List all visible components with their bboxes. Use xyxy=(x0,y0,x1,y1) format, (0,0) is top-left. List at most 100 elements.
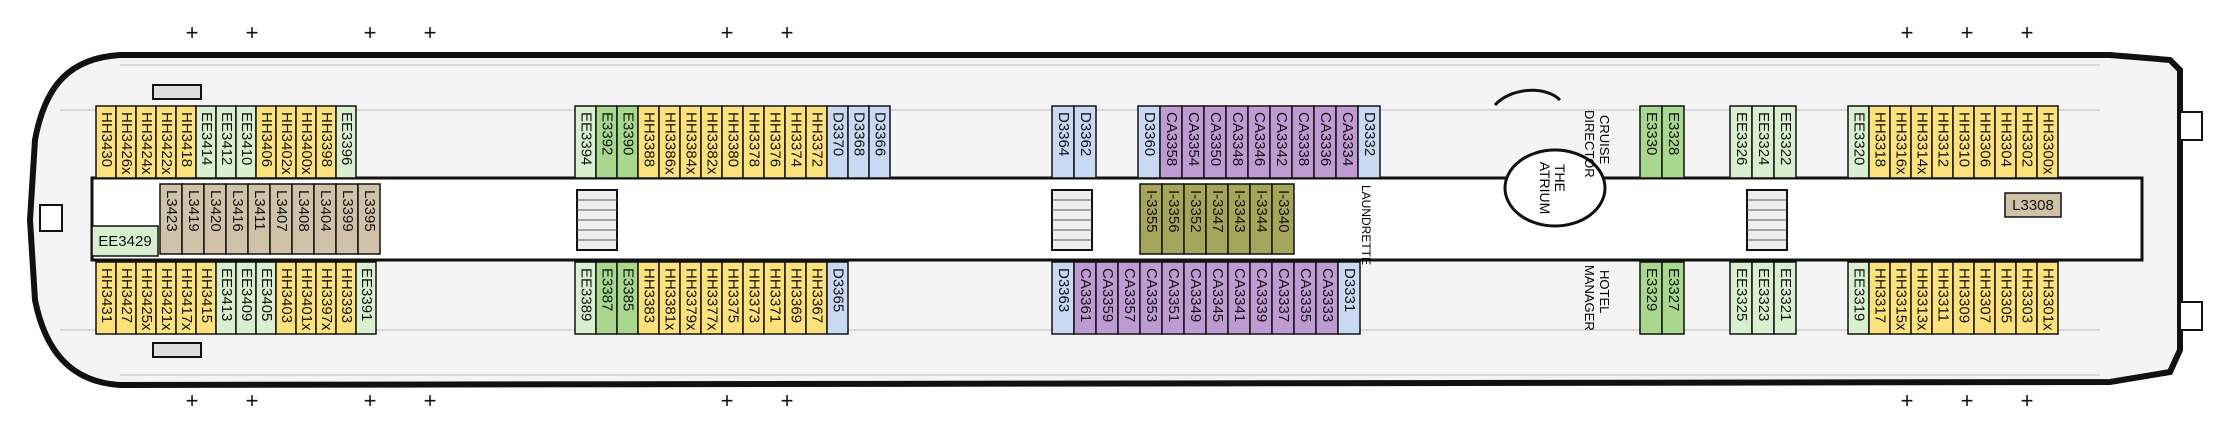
cabin-ee3326[interactable]: EE3326 xyxy=(1729,105,1753,179)
cabin-d3331[interactable]: D3331 xyxy=(1337,261,1361,335)
cabin-ca3337[interactable]: CA3337 xyxy=(1271,261,1295,335)
cabin-hh3315x[interactable]: HH3315x xyxy=(1889,261,1912,335)
cabin-hh3303[interactable]: HH3303 xyxy=(2015,261,2038,335)
cabin-hh3307[interactable]: HH3307 xyxy=(1973,261,1996,335)
cabin-hh3375[interactable]: HH3375 xyxy=(721,261,744,335)
cabin-ca3342[interactable]: CA3342 xyxy=(1269,105,1293,179)
cabin-ee3324[interactable]: EE3324 xyxy=(1751,105,1775,179)
cabin-l3308[interactable]: L3308 xyxy=(2004,192,2062,218)
cabin-box[interactable] xyxy=(1357,105,1381,179)
cabin-hh3302[interactable]: HH3302 xyxy=(2015,105,2038,179)
cabin-ee3412[interactable]: EE3412 xyxy=(215,105,237,179)
cabin-hh3317[interactable]: HH3317 xyxy=(1868,261,1891,335)
cabin-ee3405[interactable]: EE3405 xyxy=(255,261,277,335)
cabin-hh3378[interactable]: HH3378 xyxy=(742,105,765,179)
cabin-ca3351[interactable]: CA3351 xyxy=(1161,261,1185,335)
cabin-d3366[interactable]: D3366 xyxy=(868,105,891,179)
cabin-box[interactable] xyxy=(1773,105,1797,179)
cabin-hh3382x[interactable]: HH3382x xyxy=(700,105,723,179)
cabin-hh3376[interactable]: HH3376 xyxy=(763,105,786,179)
cabin-ee3394[interactable]: EE3394 xyxy=(574,105,597,179)
cabin-e3328[interactable]: E3328 xyxy=(1661,105,1685,179)
cabin-ca3353[interactable]: CA3353 xyxy=(1139,261,1163,335)
cabin-ca3333[interactable]: CA3333 xyxy=(1315,261,1339,335)
cabin-hh3301x[interactable]: HH3301x xyxy=(2036,261,2059,335)
cabin-ca3350[interactable]: CA3350 xyxy=(1203,105,1227,179)
cabin-hh3381x[interactable]: HH3381x xyxy=(658,261,681,335)
cabin-ee3391[interactable]: EE3391 xyxy=(355,261,377,335)
cabin-hh3383[interactable]: HH3383 xyxy=(637,261,660,335)
cabin-box[interactable] xyxy=(335,105,357,179)
cabin-hh3316x[interactable]: HH3316x xyxy=(1889,105,1912,179)
cabin-hh3388[interactable]: HH3388 xyxy=(637,105,660,179)
cabin-hh3300x[interactable]: HH3300x xyxy=(2036,105,2059,179)
cabin-d3365[interactable]: D3365 xyxy=(826,261,849,335)
cabin-ca3346[interactable]: CA3346 xyxy=(1247,105,1271,179)
cabin-i-3356[interactable]: I-3356 xyxy=(1161,183,1185,255)
cabin-hh3371[interactable]: HH3371 xyxy=(763,261,786,335)
cabin-hh3403[interactable]: HH3403 xyxy=(275,261,297,335)
cabin-ee3429[interactable]: EE3429 xyxy=(91,225,159,257)
cabin-box[interactable] xyxy=(2036,261,2059,335)
cabin-hh3427[interactable]: HH3427 xyxy=(115,261,137,335)
cabin-i-3355[interactable]: I-3355 xyxy=(1139,183,1163,255)
cabin-hh3304[interactable]: HH3304 xyxy=(1994,105,2017,179)
cabin-hh3369[interactable]: HH3369 xyxy=(784,261,807,335)
cabin-l3411[interactable]: L3411 xyxy=(247,183,271,255)
cabin-hh3305[interactable]: HH3305 xyxy=(1994,261,2017,335)
cabin-hh3402x[interactable]: HH3402x xyxy=(275,105,297,179)
cabin-i-3344[interactable]: I-3344 xyxy=(1249,183,1273,255)
cabin-l3423[interactable]: L3423 xyxy=(159,183,183,255)
cabin-i-3352[interactable]: I-3352 xyxy=(1183,183,1207,255)
cabin-l3395[interactable]: L3395 xyxy=(357,183,381,255)
cabin-hh3422x[interactable]: HH3422x xyxy=(155,105,177,179)
cabin-e3390[interactable]: E3390 xyxy=(616,105,639,179)
cabin-hh3373[interactable]: HH3373 xyxy=(742,261,765,335)
cabin-d3360[interactable]: D3360 xyxy=(1137,105,1161,179)
cabin-box[interactable] xyxy=(1073,105,1097,179)
cabin-ca3354[interactable]: CA3354 xyxy=(1181,105,1205,179)
cabin-d3332[interactable]: D3332 xyxy=(1357,105,1381,179)
cabin-ee3320[interactable]: EE3320 xyxy=(1847,105,1870,179)
cabin-hh3418[interactable]: HH3418 xyxy=(175,105,197,179)
cabin-ca3361[interactable]: CA3361 xyxy=(1073,261,1097,335)
cabin-e3385[interactable]: E3385 xyxy=(616,261,639,335)
cabin-hh3400x[interactable]: HH3400x xyxy=(295,105,317,179)
cabin-l3407[interactable]: L3407 xyxy=(269,183,293,255)
cabin-box[interactable] xyxy=(868,105,891,179)
cabin-hh3417x[interactable]: HH3417x xyxy=(175,261,197,335)
cabin-i-3347[interactable]: I-3347 xyxy=(1205,183,1229,255)
cabin-box[interactable] xyxy=(1337,261,1361,335)
cabin-i-3343[interactable]: I-3343 xyxy=(1227,183,1251,255)
cabin-l3419[interactable]: L3419 xyxy=(181,183,205,255)
cabin-l3416[interactable]: L3416 xyxy=(225,183,249,255)
cabin-ca3349[interactable]: CA3349 xyxy=(1183,261,1207,335)
cabin-box[interactable] xyxy=(355,261,377,335)
cabin-e3327[interactable]: E3327 xyxy=(1661,261,1685,335)
cabin-ee3389[interactable]: EE3389 xyxy=(574,261,597,335)
cabin-hh3421x[interactable]: HH3421x xyxy=(155,261,177,335)
cabin-ee3321[interactable]: EE3321 xyxy=(1773,261,1797,335)
cabin-d3368[interactable]: D3368 xyxy=(847,105,870,179)
cabin-ee3325[interactable]: EE3325 xyxy=(1729,261,1753,335)
cabin-ca3334[interactable]: CA3334 xyxy=(1335,105,1359,179)
cabin-ee3322[interactable]: EE3322 xyxy=(1773,105,1797,179)
cabin-hh3374[interactable]: HH3374 xyxy=(784,105,807,179)
cabin-ee3396[interactable]: EE3396 xyxy=(335,105,357,179)
cabin-box[interactable] xyxy=(826,261,849,335)
cabin-ca3339[interactable]: CA3339 xyxy=(1249,261,1273,335)
cabin-e3392[interactable]: E3392 xyxy=(595,105,618,179)
cabin-hh3367[interactable]: HH3367 xyxy=(805,261,828,335)
cabin-ee3414[interactable]: EE3414 xyxy=(195,105,217,179)
cabin-l3404[interactable]: L3404 xyxy=(313,183,337,255)
cabin-hh3386x[interactable]: HH3386x xyxy=(658,105,681,179)
cabin-hh3372[interactable]: HH3372 xyxy=(805,105,828,179)
cabin-box[interactable] xyxy=(1271,183,1295,255)
cabin-ca3359[interactable]: CA3359 xyxy=(1095,261,1119,335)
cabin-l3408[interactable]: L3408 xyxy=(291,183,315,255)
cabin-hh3310[interactable]: HH3310 xyxy=(1952,105,1975,179)
cabin-hh3426x[interactable]: HH3426x xyxy=(115,105,137,179)
cabin-box[interactable] xyxy=(2036,105,2059,179)
cabin-ca3341[interactable]: CA3341 xyxy=(1227,261,1251,335)
cabin-hh3415[interactable]: HH3415 xyxy=(195,261,217,335)
